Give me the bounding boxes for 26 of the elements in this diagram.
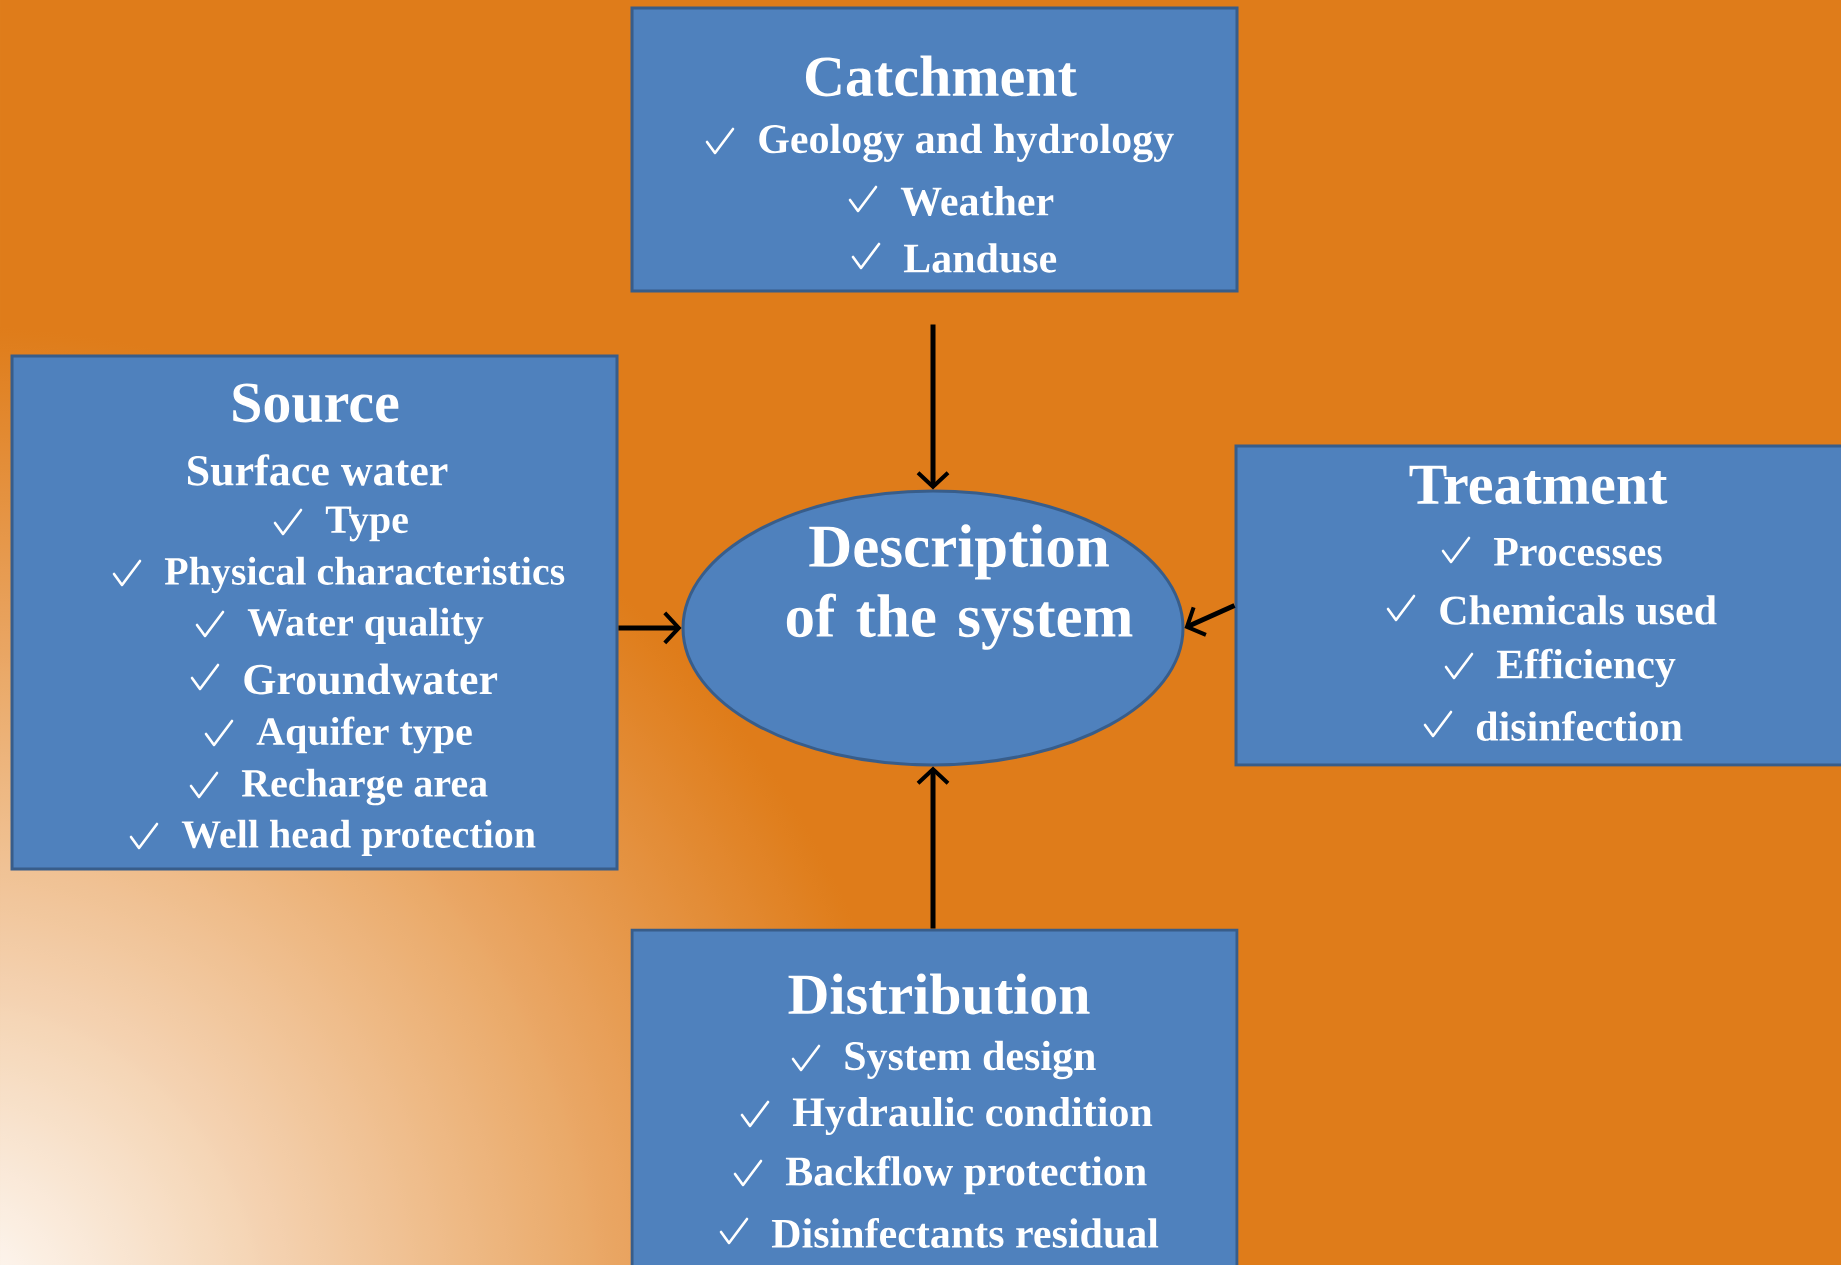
list-item: Well head protection bbox=[181, 819, 536, 857]
list-item: Processes bbox=[1493, 538, 1662, 566]
list-item: Weather bbox=[900, 186, 1054, 216]
list-item: Aquifer type bbox=[256, 716, 472, 754]
list-item: Hydraulic condition bbox=[792, 1096, 1153, 1136]
list-item: Recharge area bbox=[241, 768, 488, 806]
box-heading: Treatment bbox=[1409, 465, 1668, 505]
list-item: Type bbox=[325, 506, 408, 542]
box-heading: Source bbox=[233, 383, 399, 423]
center-label: Description of the system bbox=[786, 524, 1133, 650]
list-item: Landuse bbox=[903, 243, 1057, 273]
list-item: Water quality bbox=[247, 607, 484, 645]
list-item: Physical characteristics bbox=[164, 556, 565, 594]
list-item: Backflow protection bbox=[785, 1155, 1147, 1195]
subheading: Surface water bbox=[188, 454, 448, 486]
list-item: disinfection bbox=[1476, 711, 1683, 741]
list-item: System design bbox=[845, 1040, 1096, 1080]
list-item: Efficiency bbox=[1496, 648, 1676, 688]
list-item: Disinfectants residual bbox=[771, 1217, 1159, 1249]
arrow bbox=[916, 324, 950, 490]
box-heading: Catchment bbox=[805, 55, 1077, 97]
list-item: Geology and hydrology bbox=[759, 123, 1174, 163]
list-item: Groundwater bbox=[244, 663, 498, 695]
arrow bbox=[916, 766, 950, 929]
box-heading: Distribution bbox=[788, 973, 1090, 1015]
list-item: Chemicals used bbox=[1440, 595, 1717, 625]
